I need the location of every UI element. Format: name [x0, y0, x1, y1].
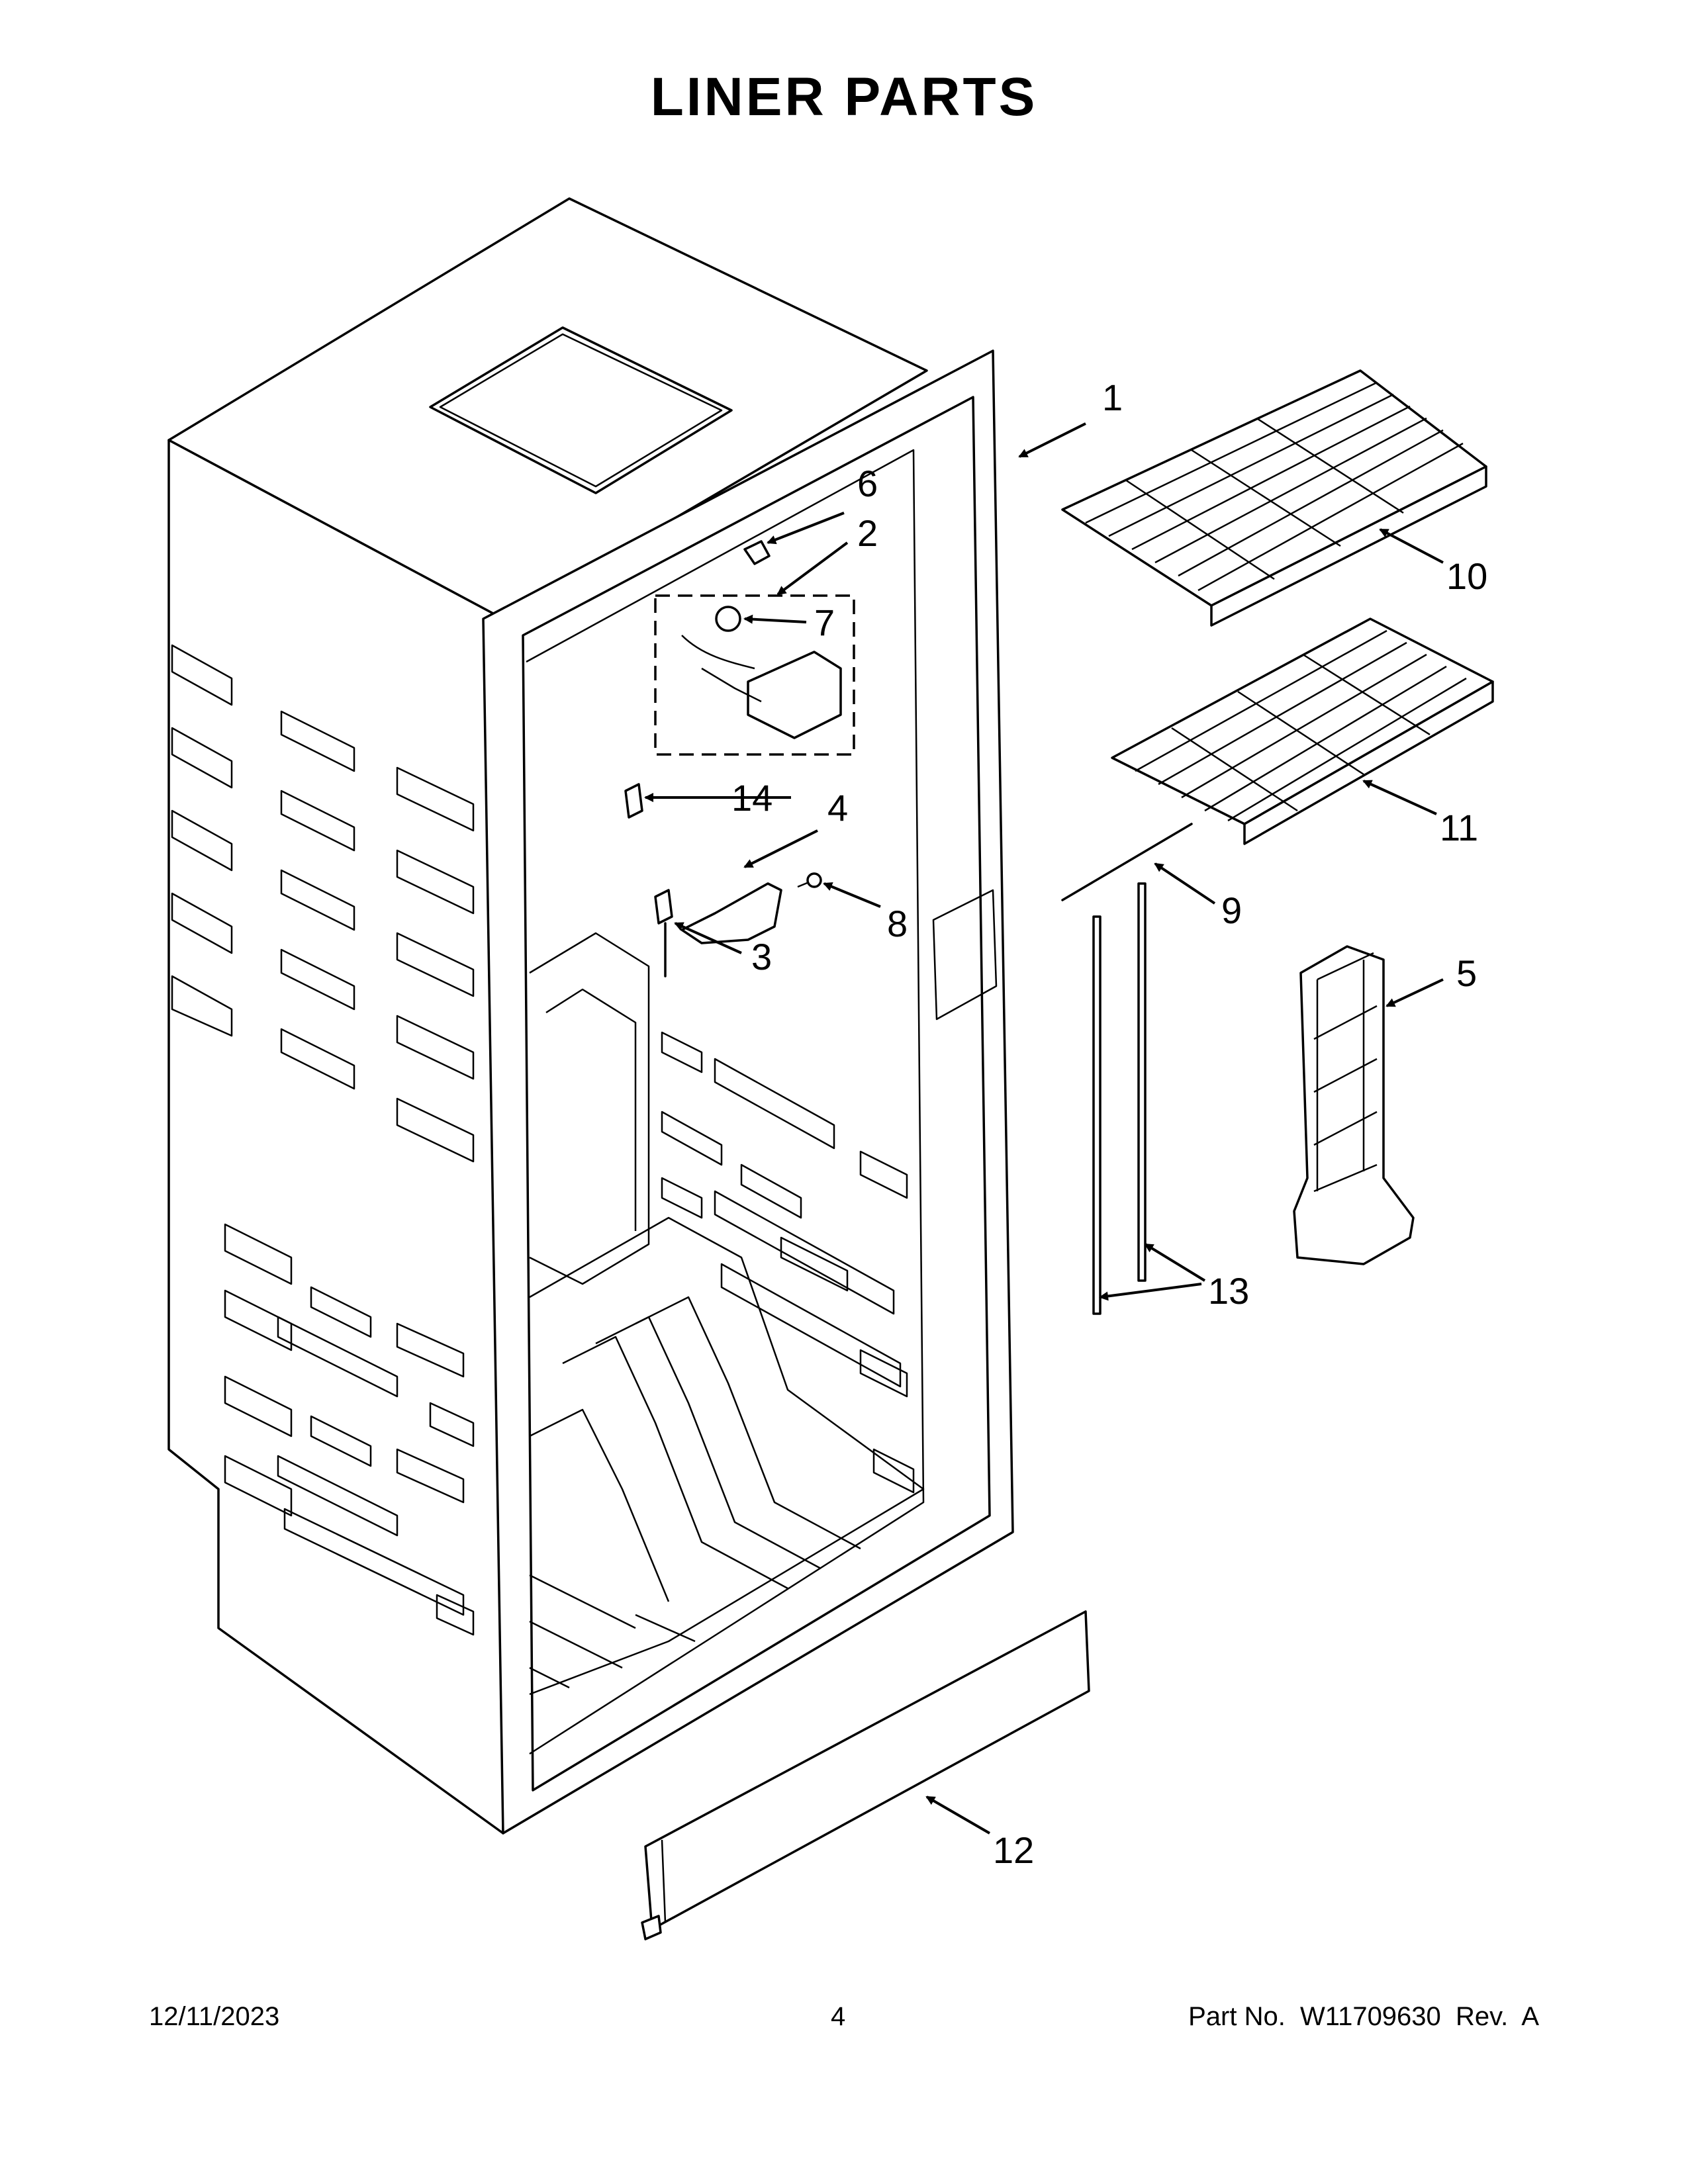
callout-labels: 1 2 3 4 5 6 7 8 9 10 11 12 13 14 — [731, 377, 1487, 1871]
shelf-lower — [1111, 617, 1494, 845]
footer-page-number: 4 — [831, 2002, 846, 2031]
callout-4: 4 — [827, 787, 848, 829]
part-12-kickplate — [641, 1610, 1090, 1940]
callout-9: 9 — [1221, 889, 1242, 931]
page-title: LINER PARTS — [650, 67, 1038, 127]
callout-arrows — [644, 422, 1444, 1835]
callout-3: 3 — [751, 936, 772, 978]
shelf-upper — [1061, 369, 1487, 627]
callout-14: 14 — [731, 777, 773, 819]
callout-10: 10 — [1446, 555, 1487, 597]
callout-5: 5 — [1456, 952, 1477, 994]
footer-part-number: Part No. W11709630 Rev. A — [1188, 2002, 1539, 2031]
part-9-strip — [1061, 823, 1193, 901]
footer-date: 12/11/2023 — [149, 2002, 280, 2031]
part-3-probe — [654, 889, 673, 978]
liner-cabinet — [167, 197, 1014, 1835]
callout-13: 13 — [1208, 1270, 1249, 1312]
callout-11: 11 — [1440, 807, 1478, 848]
part-14-sensor — [624, 783, 643, 819]
part-5-duct — [1293, 945, 1415, 1265]
callout-1: 1 — [1102, 377, 1123, 418]
part-8-screw — [797, 872, 822, 888]
callout-8: 8 — [887, 903, 908, 944]
part-6-clip — [743, 540, 771, 565]
part-4-housing — [680, 882, 782, 944]
callout-12: 12 — [993, 1829, 1034, 1871]
control-assembly — [681, 606, 842, 739]
assembly-group-box — [654, 594, 855, 756]
callout-6: 6 — [857, 463, 878, 504]
part-13-strips — [1092, 882, 1147, 1315]
callout-7: 7 — [814, 602, 835, 643]
callout-2: 2 — [857, 512, 878, 554]
